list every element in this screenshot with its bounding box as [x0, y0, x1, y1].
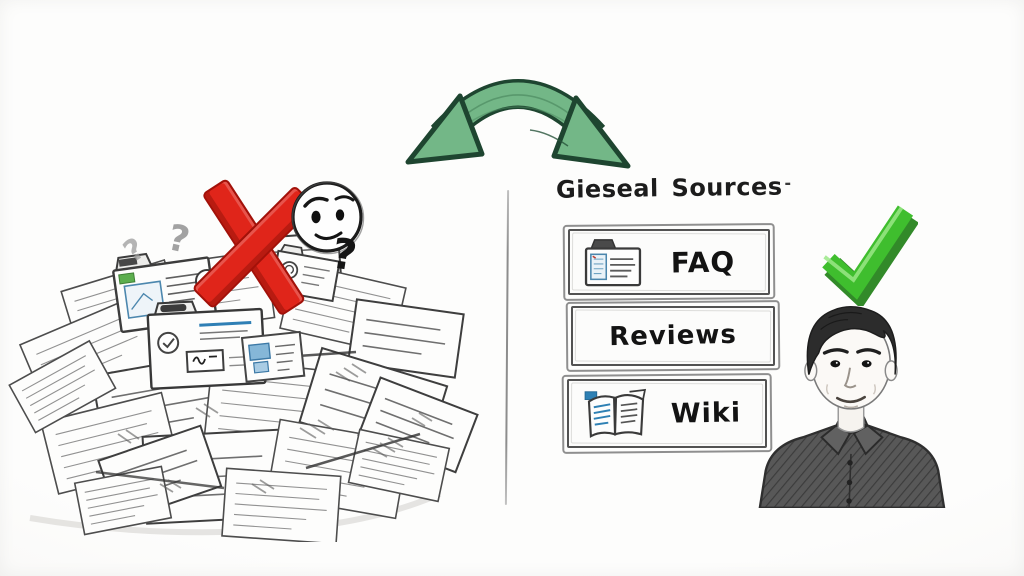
curved-double-arrow-icon: [405, 79, 631, 169]
source-box-label: Wiki: [670, 397, 742, 430]
confused-face-icon: [291, 181, 365, 255]
heading-stray-mark: -: [784, 173, 792, 193]
person-portrait-illustration: [758, 305, 946, 508]
folder-icon: [146, 300, 267, 390]
source-box-wiki: Wiki: [567, 379, 767, 448]
source-box-label: FAQ: [670, 244, 736, 280]
source-box-reviews: Reviews: [571, 306, 775, 366]
source-box-label: Reviews: [608, 319, 738, 353]
folder-document-icon: [582, 236, 644, 288]
green-checkmark-icon: [822, 205, 918, 306]
open-book-icon: [581, 386, 651, 442]
source-box-faq: FAQ: [568, 229, 770, 295]
sources-heading: Gieseal Sources-: [555, 172, 806, 204]
sources-heading-text: Gieseal Sources: [555, 172, 783, 204]
divider-line: [504, 189, 510, 506]
pencil-hatching: [117, 363, 433, 494]
card-icon: [240, 330, 306, 383]
document-pile-illustration: [8, 231, 479, 542]
